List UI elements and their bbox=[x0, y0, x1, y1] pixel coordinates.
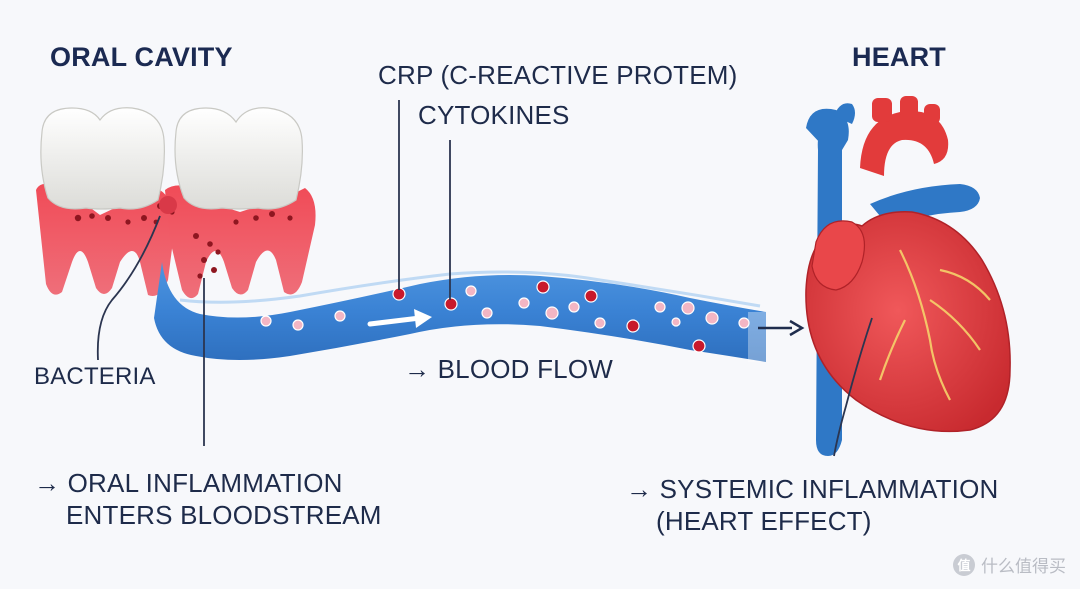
tooth-left bbox=[40, 107, 165, 210]
flow-arrow bbox=[367, 309, 432, 328]
oral-cavity-title: ORAL CAVITY bbox=[50, 42, 233, 72]
gum-left bbox=[36, 183, 175, 296]
oral-inflammation-label-line2: ENTERS BLOODSTREAM bbox=[66, 500, 382, 530]
bacteria-leader-line bbox=[96, 215, 161, 361]
bacteria-dots bbox=[74, 203, 293, 279]
heart-title: HEART bbox=[852, 42, 946, 72]
watermark: 值 什么值得买 bbox=[953, 552, 1066, 577]
systemic-inflammation-label-line2: (HEART EFFECT) bbox=[656, 506, 872, 536]
tooth-right bbox=[174, 107, 303, 210]
blood-flow-label: → BLOOD FLOW bbox=[404, 354, 613, 384]
inflamed-gum-nodule bbox=[159, 196, 177, 214]
bacteria-label: BACTERIA bbox=[34, 363, 156, 390]
cytokine-particles bbox=[260, 285, 750, 331]
watermark-logo-icon: 值 bbox=[953, 553, 975, 576]
cytokines-label: CYTOKINES bbox=[418, 100, 570, 130]
gum-right bbox=[165, 185, 316, 299]
crp-label: CRP (C-REACTIVE PROTEM) bbox=[378, 60, 738, 90]
leader-lines bbox=[96, 100, 873, 457]
systemic-inflammation-leader-line bbox=[833, 317, 873, 457]
systemic-inflammation-label-line1: → SYSTEMIC INFLAMMATION bbox=[626, 474, 999, 504]
teeth-group bbox=[36, 107, 316, 299]
vessel-to-heart-arrow bbox=[758, 319, 805, 337]
watermark-text: 什么值得买 bbox=[981, 557, 1066, 576]
heart-illustration bbox=[805, 96, 1011, 456]
oral-inflammation-label-line1: → ORAL INFLAMMATION bbox=[34, 468, 343, 498]
